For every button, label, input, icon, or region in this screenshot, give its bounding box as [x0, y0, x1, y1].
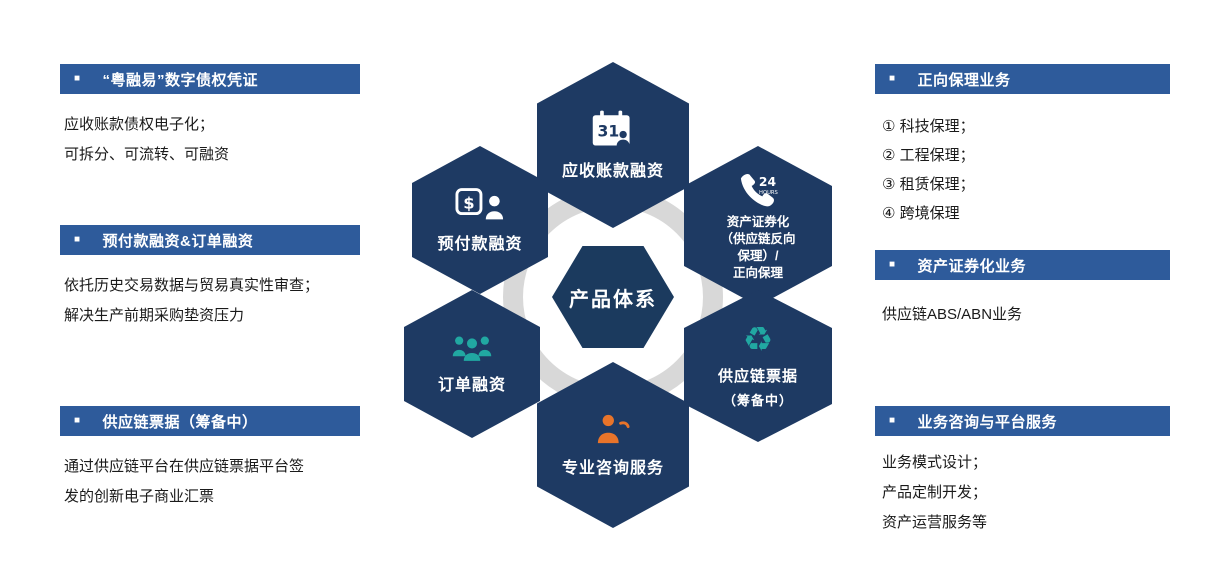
square-bullet-icon: ■ [74, 415, 81, 426]
panel-header-consulting: ■ 业务咨询与平台服务 [875, 406, 1170, 436]
panel-header-yrongyi: ■ “粤融易”数字债权凭证 [60, 64, 360, 94]
square-bullet-icon: ■ [889, 415, 896, 426]
hex-label: 订单融资 [437, 377, 506, 394]
body-line: 可拆分、可流转、可融资 [64, 146, 230, 163]
panel-title: 供应链票据（筹备中） [102, 413, 258, 431]
panel-header-scn-notes: ■ 供应链票据（筹备中） [60, 406, 360, 436]
24-text: 24 [759, 175, 777, 189]
hours-text: HOURS [759, 190, 778, 196]
hex-asset-securitization: 24 HOURS 资产证券化 （供应链反向 保理）/ 正向保理 [684, 146, 832, 306]
body-line: 发的创新电子商业汇票 [64, 488, 215, 505]
panel-header-prepay-order: ■ 预付款融资&订单融资 [60, 225, 360, 255]
panel-body-abs: 供应链ABS/ABN业务 [882, 300, 1022, 330]
panel-body-factoring: ① 科技保理； ② 工程保理； ③ 租赁保理； ④ 跨境保理 [882, 112, 975, 228]
body-line: 产品定制开发； [882, 484, 988, 501]
hex-label-multiline: 资产证券化 （供应链反向 保理）/ 正向保理 [720, 215, 796, 280]
panel-title: 业务咨询与平台服务 [917, 413, 1058, 431]
body-line: ① 科技保理； [882, 118, 975, 135]
body-line: 通过供应链平台在供应链票据平台签 [64, 458, 305, 475]
panel-body-scn-notes: 通过供应链平台在供应链票据平台签 发的创新电子商业汇票 [64, 452, 304, 512]
body-line: 业务模式设计； [882, 454, 988, 471]
body-line: 解决生产前期采购垫资压力 [64, 307, 245, 324]
panel-header-factoring: ■ 正向保理业务 [875, 64, 1170, 94]
hex-label: 专业咨询服务 [561, 460, 664, 477]
square-bullet-icon: ■ [74, 234, 81, 245]
body-line: 供应链ABS/ABN业务 [882, 306, 1023, 323]
body-line: 资产运营服务等 [882, 514, 988, 531]
calendar-31-icon: 31 [590, 109, 636, 149]
hex-label: 应收账款融资 [561, 163, 664, 180]
24-hours-phone-icon: 24 HOURS [734, 170, 782, 208]
hex-supply-chain-notes: ♻ 供应链票据 （筹备中） [684, 290, 832, 442]
panel-title: 资产证券化业务 [917, 257, 1027, 275]
panel-body-prepay-order: 依托历史交易数据与贸易真实性审查； 解决生产前期采购垫资压力 [64, 271, 319, 331]
panel-body-consulting: 业务模式设计； 产品定制开发； 资产运营服务等 [882, 448, 987, 538]
body-line: 依托历史交易数据与贸易真实性审查； [64, 277, 320, 294]
panel-header-abs: ■ 资产证券化业务 [875, 250, 1170, 280]
panel-title: 正向保理业务 [917, 71, 1011, 89]
svg-text:$: $ [463, 193, 474, 212]
consultant-person-icon [593, 412, 633, 446]
center-label: 产品体系 [569, 288, 657, 311]
hex-sublabel: （筹备中） [722, 393, 793, 408]
hex-label: 供应链票据 [717, 368, 798, 385]
body-line: ② 工程保理； [882, 147, 975, 164]
svg-text:31: 31 [598, 121, 620, 140]
body-line: 应收账款债权电子化； [64, 116, 215, 133]
square-bullet-icon: ■ [889, 73, 896, 84]
panel-body-yrongyi: 应收账款债权电子化； 可拆分、可流转、可融资 [64, 110, 229, 170]
square-bullet-icon: ■ [74, 73, 81, 84]
square-bullet-icon: ■ [889, 259, 896, 270]
dollar-person-icon: $ [455, 186, 505, 222]
panel-title: 预付款融资&订单融资 [102, 232, 254, 250]
body-line: ④ 跨境保理 [882, 205, 960, 222]
team-icon [450, 333, 494, 363]
hex-label: 预付款融资 [437, 236, 523, 253]
panel-title: “粤融易”数字债权凭证 [102, 71, 259, 89]
body-line: ③ 租赁保理； [882, 176, 975, 193]
recycle-icon: ♻ [742, 320, 774, 360]
